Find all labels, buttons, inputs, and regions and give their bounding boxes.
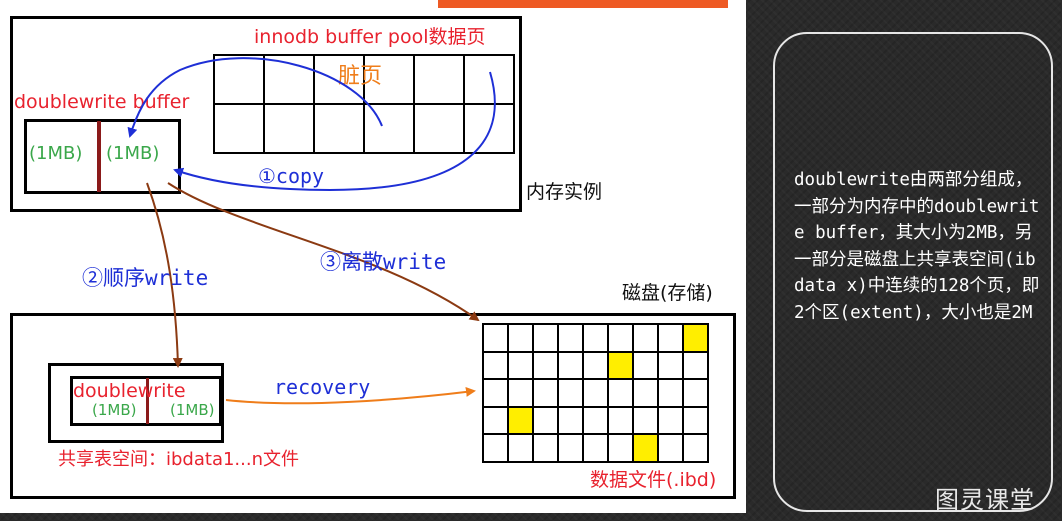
data-page-cell xyxy=(532,350,559,381)
data-page-cell xyxy=(582,433,609,463)
dirty-page-arrow xyxy=(127,57,383,138)
data-page-cell xyxy=(657,433,684,463)
sequential-write-arrow xyxy=(146,182,183,368)
data-page-cell xyxy=(557,433,584,463)
dirty-page-label: 脏页 xyxy=(338,64,383,89)
brand-watermark: 图灵课堂 xyxy=(935,486,1035,514)
scattered-write-step-label: ③离散write xyxy=(320,250,447,274)
scattered-write-arrow xyxy=(167,182,480,322)
description-text: doublewrite由两部分组成，一部分为内存中的doublewrite bu… xyxy=(794,170,1040,323)
data-page-cell xyxy=(507,323,534,353)
data-page-cell xyxy=(557,378,584,408)
data-page-cell xyxy=(657,350,684,381)
doublewrite-buffer-box xyxy=(24,119,181,194)
data-page-cell xyxy=(582,378,609,408)
data-page-cell xyxy=(557,350,584,381)
data-file-label: 数据文件(.ibd) xyxy=(590,469,717,491)
data-page-cell xyxy=(532,323,559,353)
data-page-cell xyxy=(607,323,634,353)
data-page-cell xyxy=(482,433,509,463)
data-page-cell xyxy=(607,378,634,408)
recovery-arrow xyxy=(225,387,476,405)
disk-doublewrite-label: doublewrite xyxy=(73,380,186,402)
data-page-cell xyxy=(582,405,609,436)
data-page-cell xyxy=(682,350,709,381)
disk-half-left: (1MB) xyxy=(92,401,137,419)
data-page-cell xyxy=(557,323,584,353)
data-page-cell xyxy=(507,405,534,436)
data-page-cell xyxy=(682,378,709,408)
data-page-cell xyxy=(682,405,709,436)
memory-instance-box xyxy=(10,16,522,212)
disk-doublewrite-divider xyxy=(146,378,149,424)
data-page-cell xyxy=(657,405,684,436)
data-page-cell xyxy=(632,350,659,381)
sequential-write-step-label: ②顺序write xyxy=(82,266,209,290)
disk-label: 磁盘(存储) xyxy=(622,282,713,304)
data-page-cell xyxy=(682,433,709,463)
data-page-cell xyxy=(482,378,509,408)
memory-instance-label: 内存实例 xyxy=(526,181,603,203)
data-page-cell xyxy=(657,323,684,353)
data-page-cell xyxy=(532,378,559,408)
data-page-cell xyxy=(507,350,534,381)
data-page-cell xyxy=(482,323,509,353)
data-page-cell xyxy=(657,378,684,408)
doublewrite-buffer-label: doublewrite buffer xyxy=(14,91,190,113)
data-page-cell xyxy=(607,405,634,436)
data-page-cell xyxy=(532,405,559,436)
copy-step-label: ①copy xyxy=(258,164,325,188)
buffer-pool-label: innodb buffer pool数据页 xyxy=(254,26,486,48)
data-page-cell xyxy=(557,405,584,436)
data-file-grid xyxy=(482,323,709,463)
description-card xyxy=(773,32,1053,512)
buffer-half-right: (1MB) xyxy=(106,143,160,164)
doublewrite-buffer-divider xyxy=(97,121,101,192)
recovery-step-label: recovery xyxy=(274,375,371,399)
data-page-cell xyxy=(507,433,534,463)
shared-tablespace-box xyxy=(48,363,224,443)
data-page-cell xyxy=(482,405,509,436)
data-page-cell xyxy=(632,433,659,463)
disk-half-right: (1MB) xyxy=(170,401,215,419)
data-page-cell xyxy=(607,433,634,463)
data-page-cell xyxy=(582,350,609,381)
flow-arrows xyxy=(127,57,496,405)
data-page-cell xyxy=(632,323,659,353)
data-page-cell xyxy=(607,350,634,381)
data-page-cell xyxy=(482,350,509,381)
shared-tablespace-label: 共享表空间：ibdata1...n文件 xyxy=(58,449,299,470)
accent-bar xyxy=(438,0,728,8)
data-page-cell xyxy=(632,405,659,436)
buffer-pool-grid xyxy=(213,54,515,154)
disk-doublewrite-box xyxy=(70,376,222,426)
data-page-cell xyxy=(532,433,559,463)
data-page-cell xyxy=(682,323,709,353)
data-page-cell xyxy=(507,378,534,408)
disk-box xyxy=(10,313,736,499)
buffer-half-left: (1MB) xyxy=(29,143,83,164)
data-page-cell xyxy=(632,378,659,408)
copy-arrow xyxy=(173,71,496,192)
data-page-cell xyxy=(582,323,609,353)
